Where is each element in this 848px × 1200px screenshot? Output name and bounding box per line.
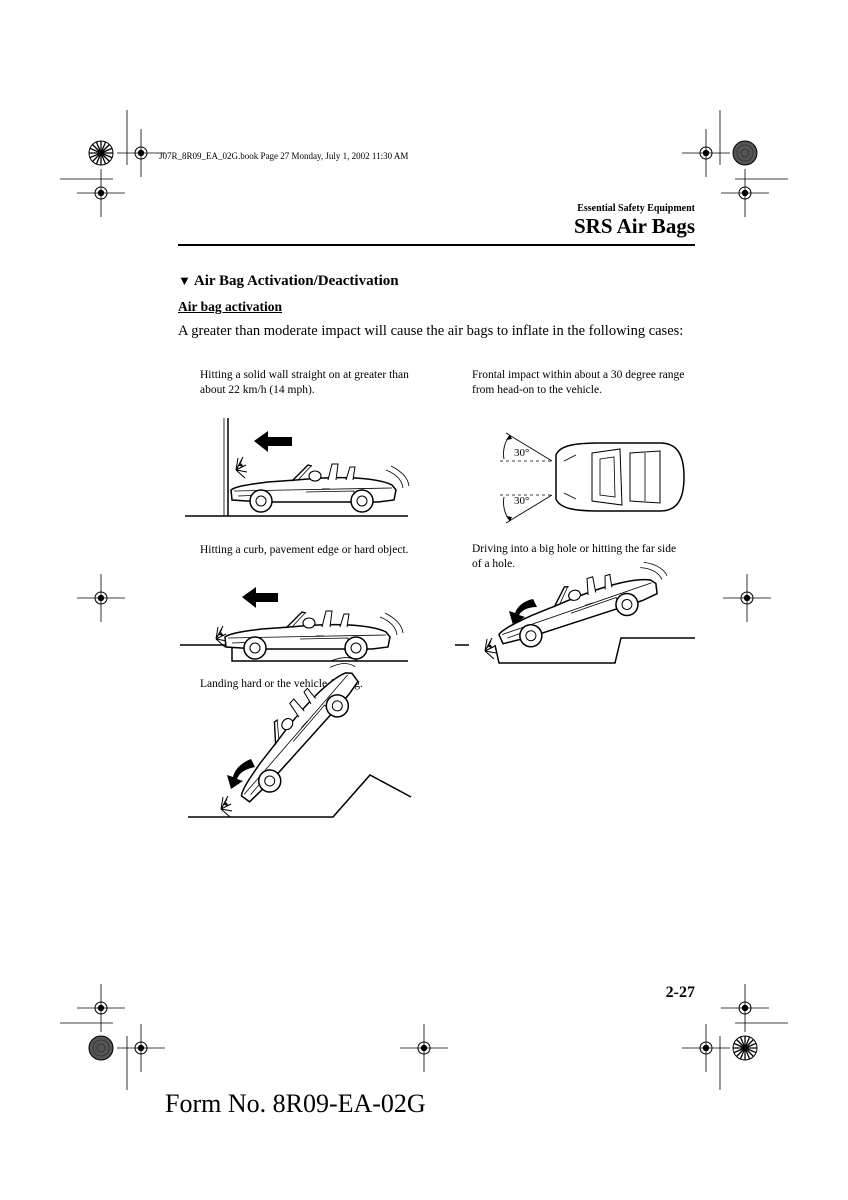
registration-mark-icon xyxy=(720,168,770,218)
registration-mark-icon xyxy=(116,1023,166,1073)
angle-label-lower: 30° xyxy=(514,495,530,507)
section-label: Essential Safety Equipment xyxy=(577,203,695,214)
illustration-curb-impact xyxy=(180,587,408,662)
registration-mark-icon xyxy=(76,573,126,623)
section-heading: ▼Air Bag Activation/Deactivation xyxy=(178,273,399,290)
illustration-hole-impact xyxy=(455,554,695,664)
section-heading-text: Air Bag Activation/Deactivation xyxy=(193,273,399,289)
illustration-vehicle-falling xyxy=(188,645,412,818)
registration-mark-icon xyxy=(76,983,126,1033)
header-rule xyxy=(178,244,695,246)
curved-arrow-icon xyxy=(227,759,255,789)
page-title: SRS Air Bags xyxy=(574,214,695,238)
page-number: 2-27 xyxy=(665,984,695,1001)
arrow-left-icon xyxy=(242,587,278,608)
illustration-frontal-angle xyxy=(500,432,685,524)
registration-mark-icon xyxy=(720,983,770,1033)
dark-target-icon xyxy=(732,140,758,166)
arrow-left-icon xyxy=(254,431,292,452)
down-triangle-icon: ▼ xyxy=(178,273,191,288)
registration-mark-icon xyxy=(116,128,166,178)
starburst-target-icon xyxy=(732,1035,758,1061)
registration-mark-icon xyxy=(681,1023,731,1073)
curved-arrow-icon xyxy=(509,599,537,625)
caption-wall-impact: Hitting a solid wall straight on at grea… xyxy=(200,369,409,396)
angle-label-upper: 30° xyxy=(514,447,530,459)
form-number: Form No. 8R09-EA-02G xyxy=(165,1089,426,1118)
impact-splash-icon xyxy=(484,637,497,660)
illustration-wall-impact xyxy=(185,418,410,517)
starburst-target-icon xyxy=(88,140,114,166)
caption-frontal-range: Frontal impact within about a 30 degree … xyxy=(472,369,685,396)
car-illustration xyxy=(230,463,410,513)
impact-splash-icon xyxy=(235,456,248,479)
caption-hole-impact: Driving into a big hole or hitting the f… xyxy=(472,543,677,570)
caption-curb-impact: Hitting a curb, pavement edge or hard ob… xyxy=(200,544,409,556)
intro-paragraph: A greater than moderate impact will caus… xyxy=(178,323,684,339)
registration-mark-icon xyxy=(399,1023,449,1073)
registration-mark-icon xyxy=(681,128,731,178)
caption-falling: Landing hard or the vehicle falling. xyxy=(200,678,363,690)
impact-splash-icon xyxy=(220,795,233,818)
subheading: Air bag activation xyxy=(178,299,282,314)
dark-target-icon xyxy=(88,1035,114,1061)
registration-mark-icon xyxy=(76,168,126,218)
registration-mark-icon xyxy=(722,573,772,623)
book-file-info: J07R_8R09_EA_02G.book Page 27 Monday, Ju… xyxy=(159,151,409,161)
car-illustration xyxy=(224,610,404,660)
